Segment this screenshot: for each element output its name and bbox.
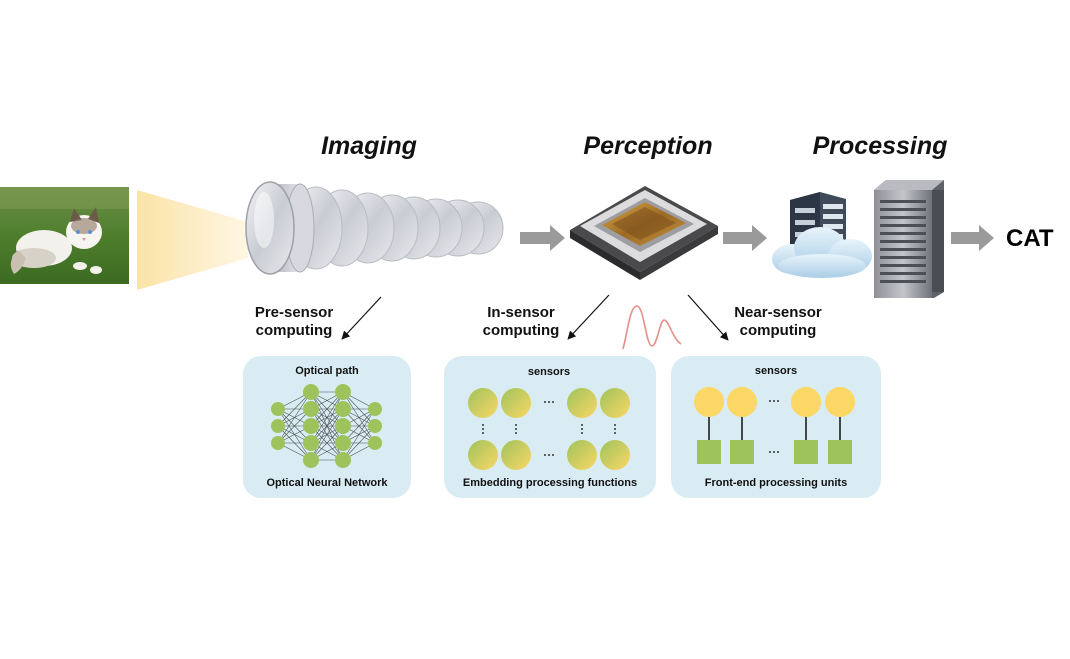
pre-sensor-computing-label: Pre-sensor computing: [255, 304, 333, 340]
stage-title-perception: Perception: [583, 132, 713, 160]
in-sensor-array: [468, 388, 630, 470]
flow-arrow-imaging-to-perception: [520, 225, 565, 251]
near-sensor-array: [694, 387, 855, 464]
in-sensor-line1: In-sensor: [487, 304, 555, 321]
pre-sensor-line1: Pre-sensor: [254, 304, 334, 321]
near-sensor-panel-title: sensors: [754, 365, 798, 377]
flow-arrow-processing-to-output: [951, 225, 994, 251]
pre-sensor-pointer-arrow: [341, 296, 382, 340]
in-sensor-computing-label: In-sensor computing: [483, 304, 560, 340]
pre-sensor-line2: computing: [255, 322, 333, 339]
server-tower-icon: [874, 180, 944, 298]
near-sensor-panel: [671, 356, 881, 498]
stage-title-processing: Processing: [812, 132, 948, 160]
near-sensor-pointer-arrow: [687, 294, 729, 341]
in-sensor-panel-caption: Embedding processing functions: [462, 477, 638, 489]
optical-neural-network: [271, 384, 382, 468]
optical-panel-title: Optical path: [295, 365, 359, 377]
light-beam: [137, 190, 248, 290]
near-sensor-computing-label: Near-sensor computing: [734, 304, 822, 340]
cloud-server-icon: [772, 192, 872, 278]
near-sensor-line1: Near-sensor: [734, 304, 822, 321]
near-sensor-panel-caption: Front-end processing units: [704, 477, 848, 489]
lens-assembly-icon: [245, 181, 504, 275]
in-sensor-line2: computing: [482, 322, 560, 339]
optical-neural-network-panel: [243, 356, 411, 498]
in-sensor-pointer-arrow: [567, 294, 610, 340]
in-sensor-panel-title: sensors: [527, 366, 571, 378]
near-sensor-line2: computing: [739, 322, 817, 339]
cat-photo: [0, 187, 129, 284]
image-sensor-chip-icon: [570, 186, 718, 280]
output-label: CAT: [1006, 225, 1054, 252]
in-sensor-panel: [444, 356, 656, 498]
stage-title-imaging: Imaging: [321, 132, 417, 160]
optical-panel-caption: Optical Neural Network: [266, 477, 388, 489]
signal-waveform: [622, 305, 682, 350]
flow-arrow-perception-to-processing: [723, 225, 767, 251]
